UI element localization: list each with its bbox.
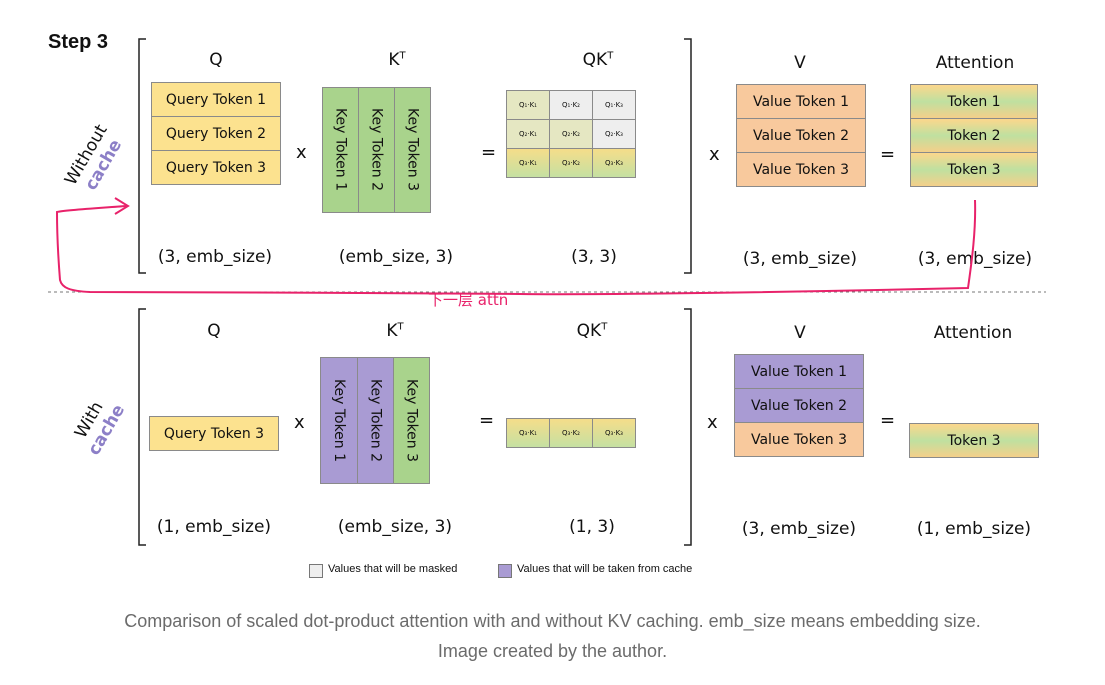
key-token-cell-cached: Key Token 2 — [357, 357, 394, 484]
attention-token-cell: Token 1 — [910, 84, 1038, 119]
multiply-operator: x — [296, 142, 307, 163]
key-token-cell: Key Token 3 — [394, 87, 431, 213]
attention-header: Attention — [933, 323, 1013, 343]
qk-cell: Q₃·K₃ — [592, 148, 636, 178]
qk-cell: Q₃·K₂ — [549, 418, 593, 448]
qk-cell: Q₃·K₁ — [506, 148, 550, 178]
right-bracket — [684, 308, 692, 546]
qkt-header: QKT — [568, 50, 628, 70]
key-token-cell: Key Token 1 — [322, 87, 359, 213]
value-token-cell-cached: Value Token 1 — [734, 354, 864, 389]
multiply-operator: x — [707, 412, 718, 433]
v-header: V — [794, 323, 806, 343]
v-header: V — [794, 53, 806, 73]
query-token-cell: Query Token 3 — [149, 416, 279, 451]
annotation-text: 下一层 attn — [428, 291, 509, 309]
equals-operator: = — [481, 142, 497, 163]
qk-sup: T — [601, 321, 608, 333]
equals-operator: = — [880, 144, 896, 165]
section-divider — [48, 291, 1046, 293]
key-token-cell: Key Token 3 — [393, 357, 430, 484]
v-dimension: (3, emb_size) — [742, 249, 858, 269]
kt-header: KT — [372, 50, 422, 70]
qk-cell: Q₃·K₃ — [592, 418, 636, 448]
key-token-cell-cached: Key Token 1 — [320, 357, 358, 484]
legend-cached-label: Values that will be taken from cache — [517, 563, 693, 575]
k-dimension: (emb_size, 3) — [337, 517, 453, 537]
qk-letters: QK — [576, 321, 602, 341]
step-title: Step 3 — [48, 31, 109, 53]
qk-dimension: (1, 3) — [569, 517, 615, 537]
multiply-operator: x — [294, 412, 305, 433]
value-token-cell: Value Token 2 — [736, 118, 866, 153]
q-dimension: (1, emb_size) — [156, 517, 272, 537]
right-bracket — [684, 38, 692, 274]
qkt-header: QKT — [562, 321, 622, 341]
attention-token-cell: Token 2 — [910, 118, 1038, 153]
attention-token-cell: Token 3 — [910, 152, 1038, 187]
equals-operator: = — [479, 410, 495, 431]
attention-dimension: (3, emb_size) — [917, 249, 1033, 269]
qk-cell: Q₃·K₁ — [506, 418, 550, 448]
q-dimension: (3, emb_size) — [157, 247, 273, 267]
left-bracket — [138, 38, 146, 274]
left-bracket — [138, 308, 146, 546]
value-token-cell: Value Token 3 — [734, 422, 864, 457]
q-header: Q — [207, 321, 221, 341]
value-token-cell: Value Token 3 — [736, 152, 866, 187]
k-sup: T — [399, 50, 406, 62]
kt-header: KT — [370, 321, 420, 341]
without-cache-section: Without cache Q KT QKT V Attention Query… — [0, 0, 1105, 290]
q-header: Q — [209, 50, 223, 70]
with-cache-section: With cache Q KT QKT V Attention Query To… — [0, 300, 1105, 560]
k-dimension: (emb_size, 3) — [338, 247, 454, 267]
attention-token-cell: Token 3 — [909, 423, 1039, 458]
figure-caption: Comparison of scaled dot-product attenti… — [0, 606, 1105, 666]
k-letter: K — [388, 50, 400, 70]
attention-header: Attention — [935, 53, 1015, 73]
equals-operator: = — [880, 410, 896, 431]
qk-cell: Q₁·K₁ — [506, 90, 550, 120]
attention-dimension: (1, emb_size) — [916, 519, 1032, 539]
caption-line-2: Image created by the author. — [437, 641, 668, 661]
qk-letters: QK — [582, 50, 608, 70]
multiply-operator: x — [709, 144, 720, 165]
value-token-cell: Value Token 1 — [736, 84, 866, 119]
qk-dimension: (3, 3) — [571, 247, 617, 267]
legend-masked-swatch — [309, 564, 323, 578]
query-token-cell: Query Token 3 — [151, 150, 281, 185]
k-letter: K — [386, 321, 398, 341]
handwritten-arrow — [55, 197, 977, 296]
qk-masked-cell: Q₂·K₃ — [592, 119, 636, 149]
qk-sup: T — [607, 50, 614, 62]
query-token-cell: Query Token 2 — [151, 116, 281, 151]
legend-masked-label: Values that will be masked — [328, 563, 458, 575]
k-sup: T — [397, 321, 404, 333]
legend-cached-swatch — [498, 564, 512, 578]
v-dimension: (3, emb_size) — [741, 519, 857, 539]
caption-line-1: Comparison of scaled dot-product attenti… — [124, 611, 981, 631]
value-token-cell-cached: Value Token 2 — [734, 388, 864, 423]
with-cache-label: With cache — [61, 380, 136, 469]
